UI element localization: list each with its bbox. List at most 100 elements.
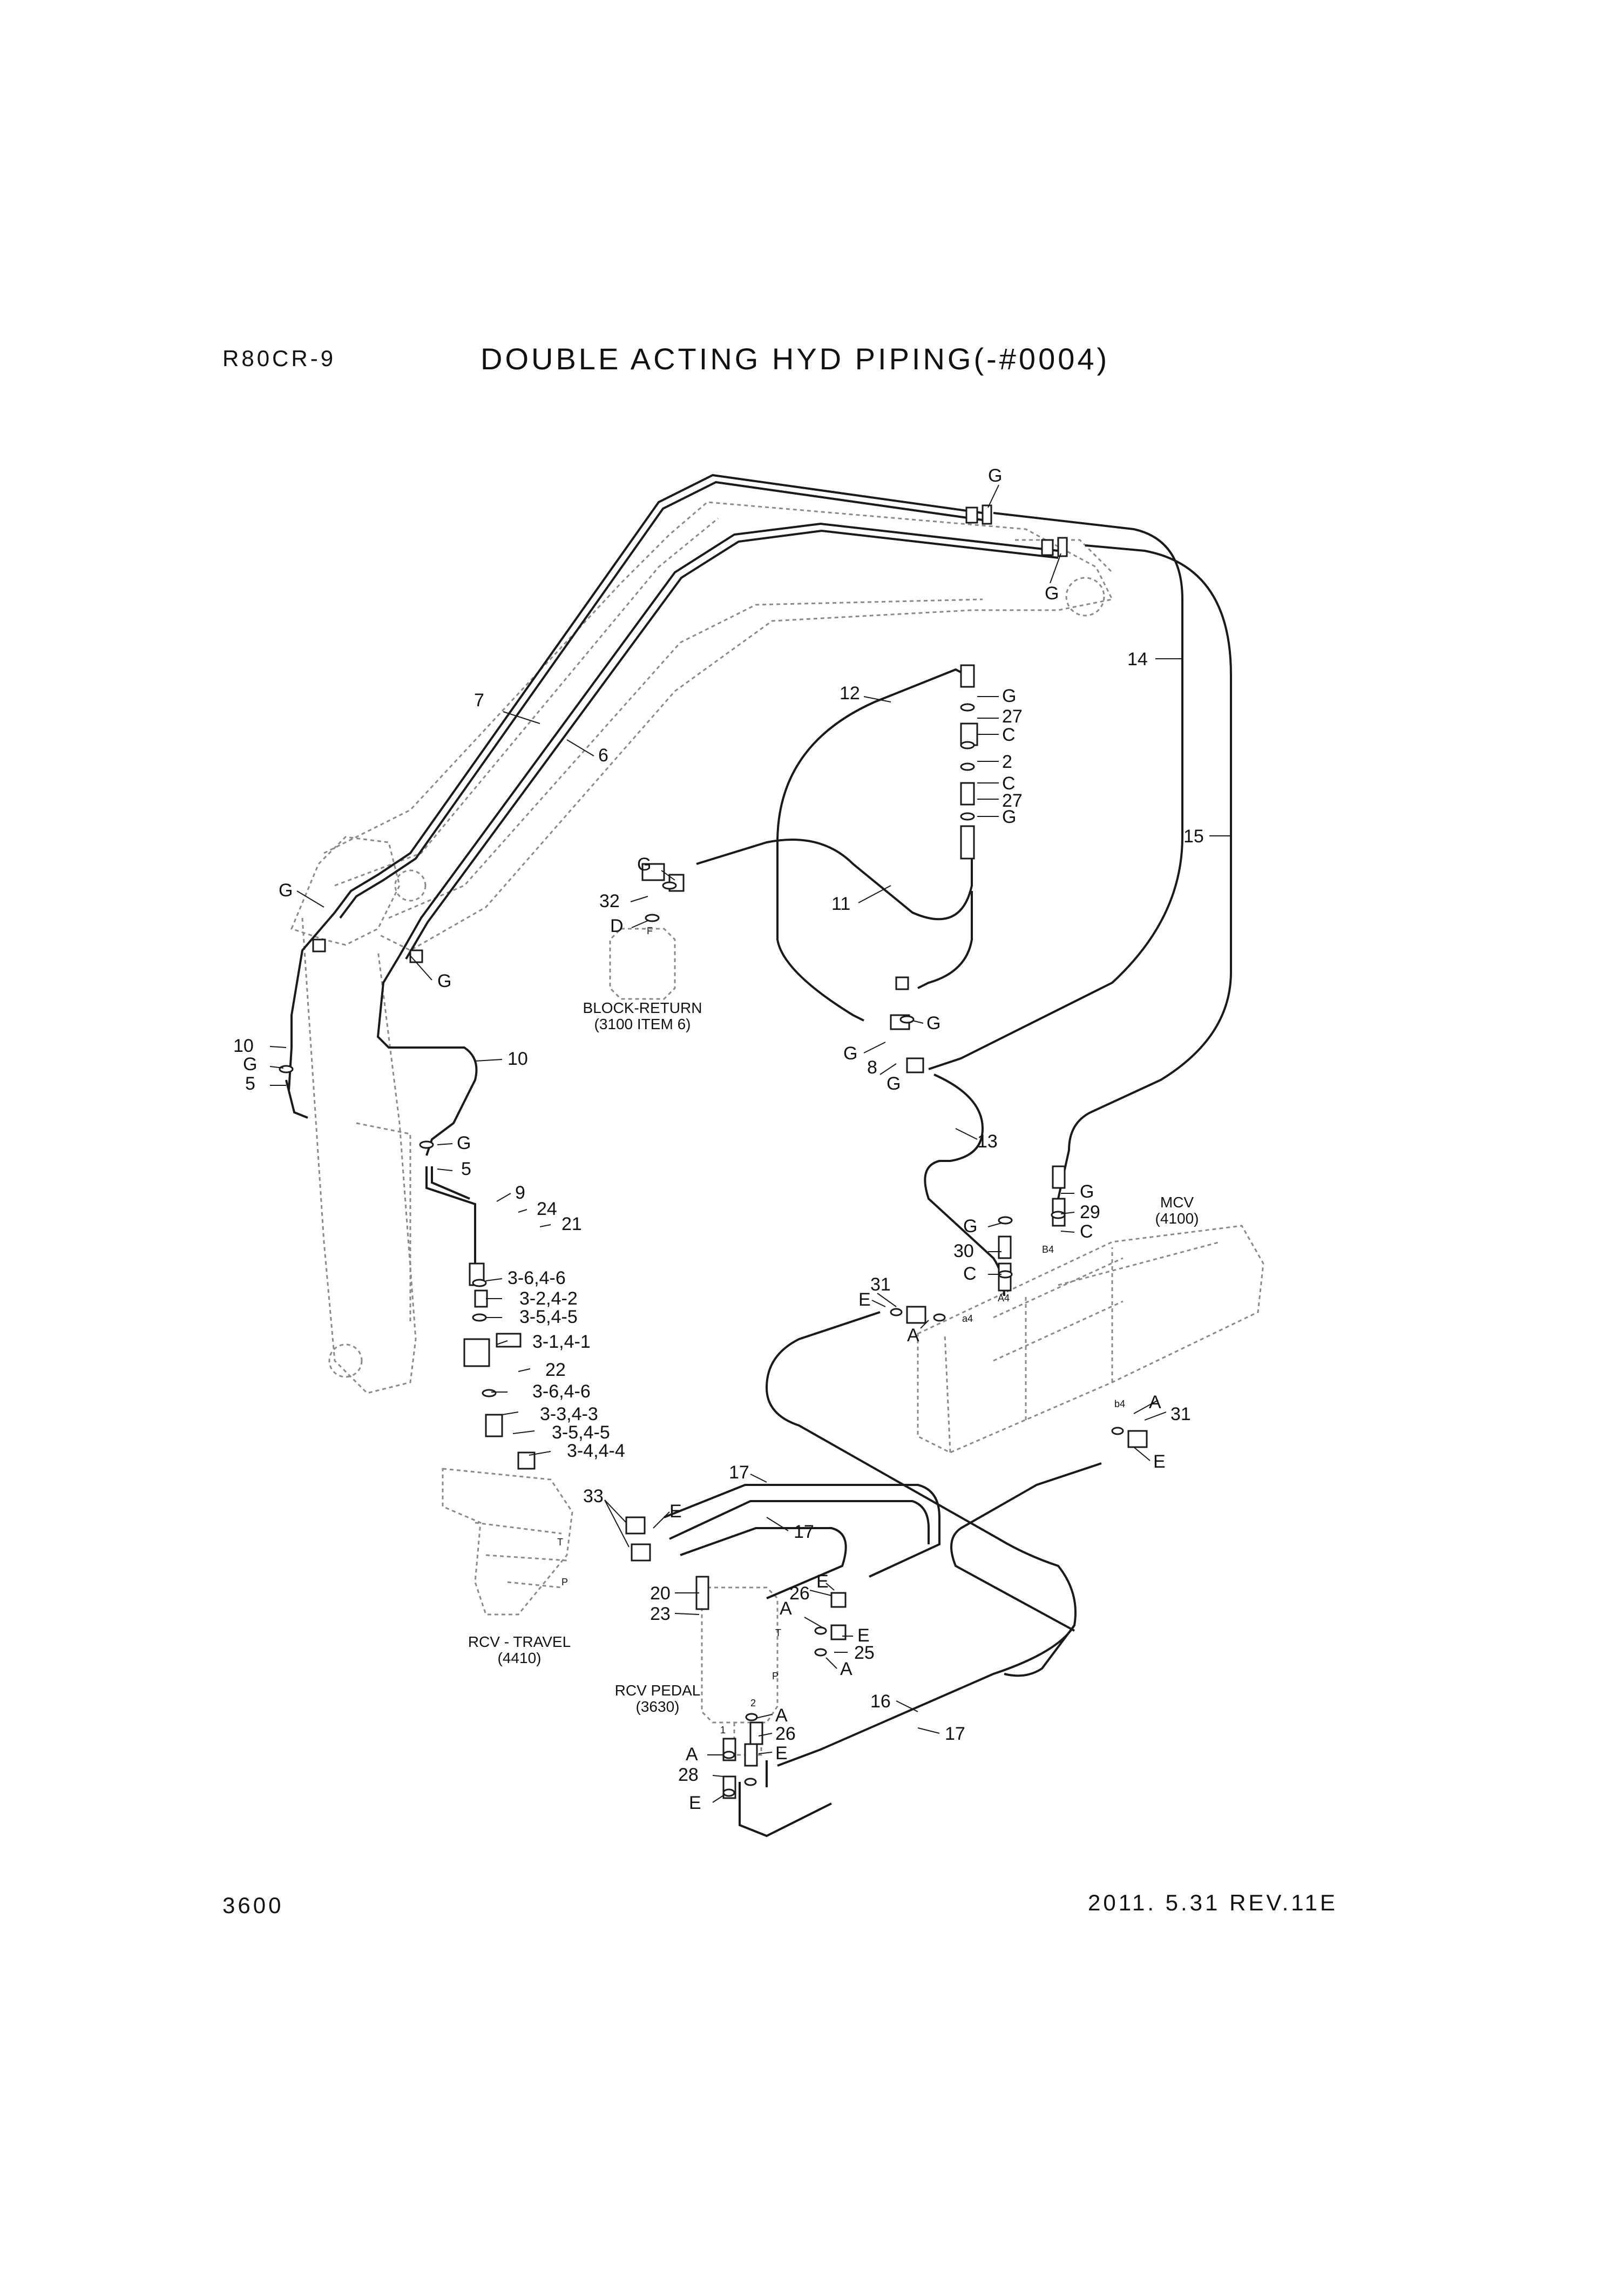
pipe-17b [664, 1484, 940, 1578]
callout: E [775, 1743, 788, 1764]
port-b4-lower: b4 [1114, 1399, 1125, 1409]
port-b4: B4 [1042, 1244, 1054, 1255]
callout: 3-4,4-4 [567, 1441, 625, 1461]
callout: 15 [1183, 826, 1204, 847]
callout: 21 [561, 1214, 582, 1234]
callout: E [1153, 1451, 1166, 1472]
hose-12 [776, 668, 967, 1022]
callout: 3-2,4-2 [519, 1288, 578, 1309]
hose-lines [285, 474, 1232, 1838]
callout: G [457, 1133, 471, 1153]
hose-16 [950, 1462, 1102, 1632]
callout: G [279, 880, 293, 901]
callout: 3-5,4-5 [519, 1307, 578, 1327]
pipe-6 [398, 522, 1059, 956]
callout: 17 [794, 1522, 814, 1542]
leader-lines [269, 484, 1231, 1803]
callout: 3-1,4-1 [532, 1332, 591, 1352]
fittings [312, 504, 1148, 1799]
callout: 17 [945, 1724, 965, 1744]
rcv-travel-label: RCV - TRAVEL [468, 1633, 571, 1650]
hose-14 [928, 512, 1183, 1070]
page-title: DOUBLE ACTING HYD PIPING(-#0004) [481, 342, 1110, 376]
callout: 12 [840, 683, 860, 704]
callout: 30 [953, 1241, 974, 1261]
rcv-pedal-ref: (3630) [636, 1698, 680, 1715]
callout: A [686, 1744, 698, 1765]
callout: 28 [678, 1765, 699, 1785]
port-1-pedal: 1 [720, 1725, 726, 1735]
callout: G [437, 971, 451, 991]
port-2-pedal: 2 [750, 1698, 756, 1708]
callout: 3-5,4-5 [552, 1422, 610, 1443]
callout: 26 [775, 1724, 796, 1744]
port-p-pedal: P [772, 1671, 779, 1681]
callout: 20 [650, 1583, 671, 1604]
callout: 2 [1002, 752, 1012, 772]
block-return-label: BLOCK-RETURN [583, 999, 702, 1016]
page-number: 3600 [222, 1893, 284, 1918]
callout: A [907, 1325, 919, 1346]
callout: 7 [474, 690, 484, 711]
callout: 8 [867, 1057, 877, 1078]
hose-11 [696, 839, 973, 921]
port-labels: F B4 A4 a4 b4 T P T P 1 2 [557, 926, 1125, 1735]
callout: 13 [977, 1131, 998, 1152]
callout: 10 [233, 1036, 254, 1056]
port-t-pedal: T [775, 1627, 781, 1638]
callout: D [610, 916, 624, 936]
rcv-travel-body [442, 1468, 573, 1616]
callout: C [1002, 773, 1016, 794]
callout: 25 [854, 1643, 875, 1663]
callout: 22 [545, 1360, 566, 1380]
callout: E [669, 1501, 682, 1522]
callout: C [963, 1264, 977, 1284]
callout-labels: G G 7 6 14 15 12 11 13 G 27 C 2 C 27 G G… [233, 465, 1204, 1813]
callout: G [243, 1054, 257, 1075]
mcv-label: MCV [1160, 1194, 1194, 1211]
mcv-ref: (4100) [1155, 1210, 1199, 1227]
port-f: F [647, 926, 653, 936]
callout: G [1002, 807, 1016, 827]
revision-date: 2011. 5.31 REV.11E [1088, 1890, 1338, 1915]
hose-10-left [288, 911, 336, 1091]
callout: 5 [461, 1159, 471, 1179]
callout: A [1149, 1392, 1161, 1413]
o-rings [279, 703, 1124, 1797]
callout: E [816, 1571, 829, 1592]
rcv-travel-ref: (4410) [498, 1650, 542, 1666]
model-code: R80CR-9 [222, 346, 336, 371]
callout: G [1002, 686, 1016, 706]
callout: C [1002, 725, 1016, 745]
callout: 10 [508, 1049, 528, 1069]
callout: G [1045, 583, 1059, 604]
hose-16-17-lower [777, 1624, 1075, 1767]
callout: A [840, 1659, 852, 1679]
callout: 17 [729, 1462, 749, 1483]
callout: 29 [1080, 1202, 1100, 1222]
block-return-ref: (3100 ITEM 6) [594, 1016, 691, 1032]
callout: G [963, 1216, 977, 1237]
hose-17a [765, 1311, 1077, 1677]
pipe-7 [334, 474, 983, 914]
rcv-pedal-label: RCV PEDAL [615, 1682, 701, 1699]
callout: 27 [1002, 706, 1023, 727]
callout: 27 [1002, 791, 1023, 811]
callout: G [637, 854, 651, 875]
hose-13 [924, 1073, 1005, 1296]
callout: 31 [1170, 1404, 1191, 1424]
callout: G [843, 1043, 857, 1064]
callout: A [775, 1705, 788, 1726]
callout: 31 [870, 1274, 891, 1295]
callout: 23 [650, 1604, 671, 1624]
callout: 5 [245, 1073, 255, 1094]
callout: 32 [599, 891, 620, 911]
port-a4-lower: a4 [962, 1313, 973, 1324]
callout: 3-3,4-3 [540, 1404, 598, 1424]
callout: E [689, 1793, 701, 1813]
callout: 24 [537, 1199, 557, 1219]
callout: C [1080, 1221, 1093, 1242]
hose-15 [1057, 544, 1232, 1199]
callout: E [858, 1289, 871, 1310]
